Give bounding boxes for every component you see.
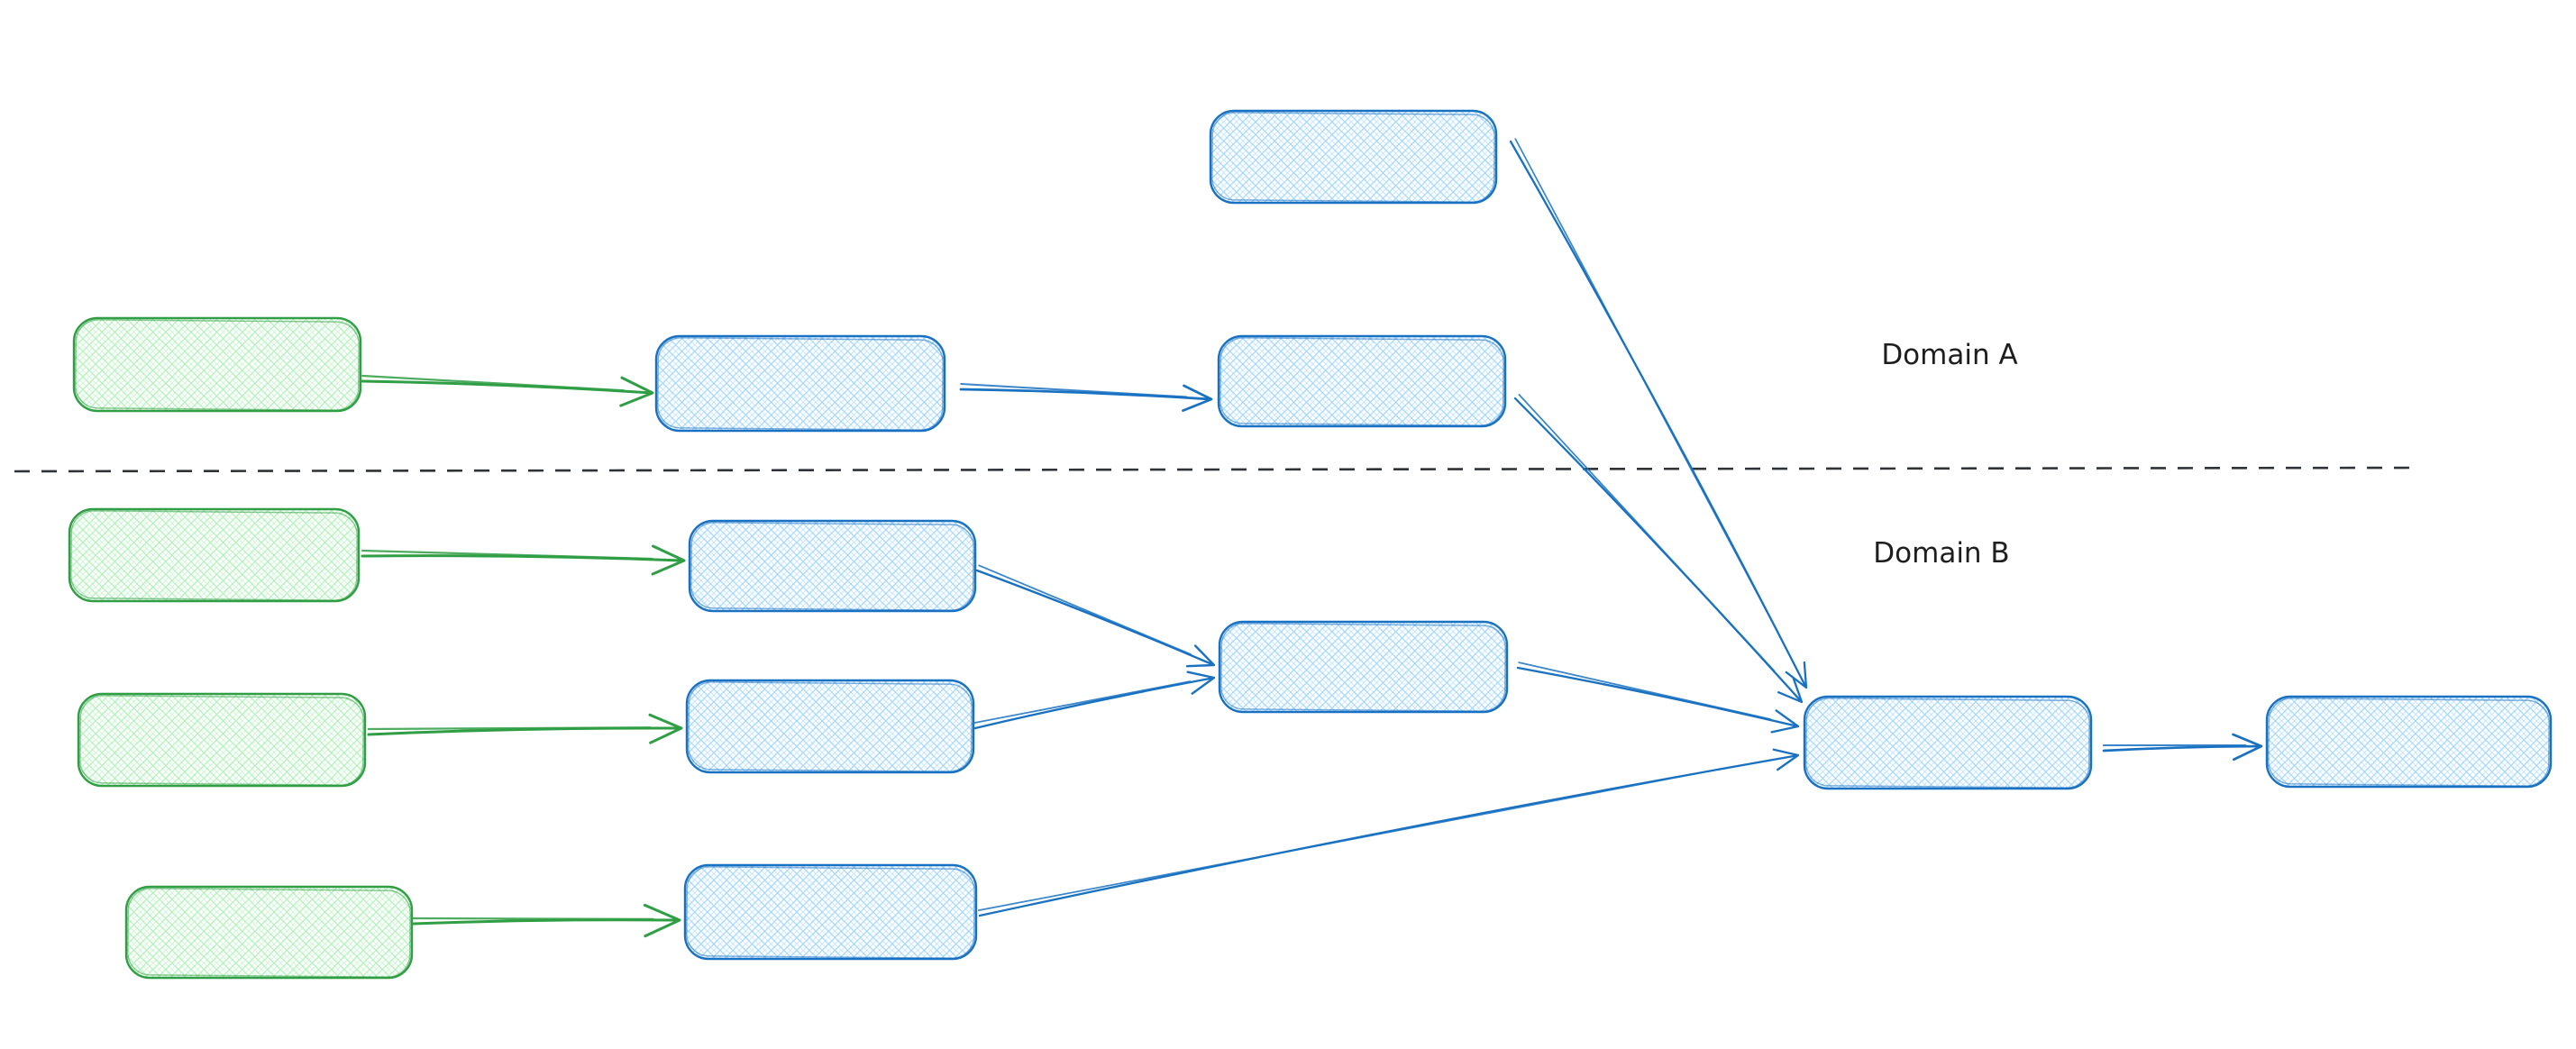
arrow-stage2-a-to-sink[interactable] — [1513, 394, 1804, 704]
domain-a-label[interactable]: Domain A — [1881, 339, 2017, 371]
node-source-b1[interactable] — [68, 507, 361, 603]
node-output[interactable] — [2265, 695, 2553, 789]
arrow-stage1-b1-to-merge-b[interactable] — [975, 564, 1216, 668]
node-source-b2[interactable] — [77, 692, 367, 788]
node-source-a[interactable] — [72, 316, 362, 413]
arrow-stage1-b2-to-merge-b[interactable] — [973, 670, 1216, 730]
node-sink[interactable] — [1803, 695, 2093, 790]
arrow-source-b2-to-stage1-b2[interactable] — [367, 713, 683, 744]
node-stage1-b3[interactable] — [683, 863, 978, 961]
arrow-stage1-b3-to-sink[interactable] — [977, 748, 1800, 917]
arrow-source-a-to-stage1-a[interactable] — [361, 374, 654, 407]
node-stage1-b1[interactable] — [688, 519, 977, 613]
node-source-b3[interactable] — [124, 885, 414, 980]
node-stage1-a[interactable] — [654, 334, 946, 433]
arrow-source-b3-to-stage1-b3[interactable] — [412, 903, 681, 938]
node-layer — [68, 109, 2553, 980]
arrow-stage1-a-to-stage2-a[interactable] — [959, 382, 1213, 412]
arrow-feeder-a-to-sink[interactable] — [1509, 138, 1808, 689]
arrow-sink-to-output[interactable] — [2102, 733, 2263, 762]
node-stage1-b2[interactable] — [685, 679, 975, 774]
edge-layer — [14, 138, 2415, 938]
domain-b-label[interactable]: Domain B — [1873, 537, 2009, 570]
node-merge-b[interactable] — [1218, 620, 1509, 714]
arrow-merge-b-to-sink[interactable] — [1516, 661, 1800, 734]
node-feeder-a[interactable] — [1209, 109, 1498, 205]
domain-divider-line[interactable] — [14, 466, 2415, 473]
arrow-source-b1-to-stage1-b1[interactable] — [361, 544, 686, 576]
node-stage2-a[interactable] — [1217, 334, 1507, 428]
